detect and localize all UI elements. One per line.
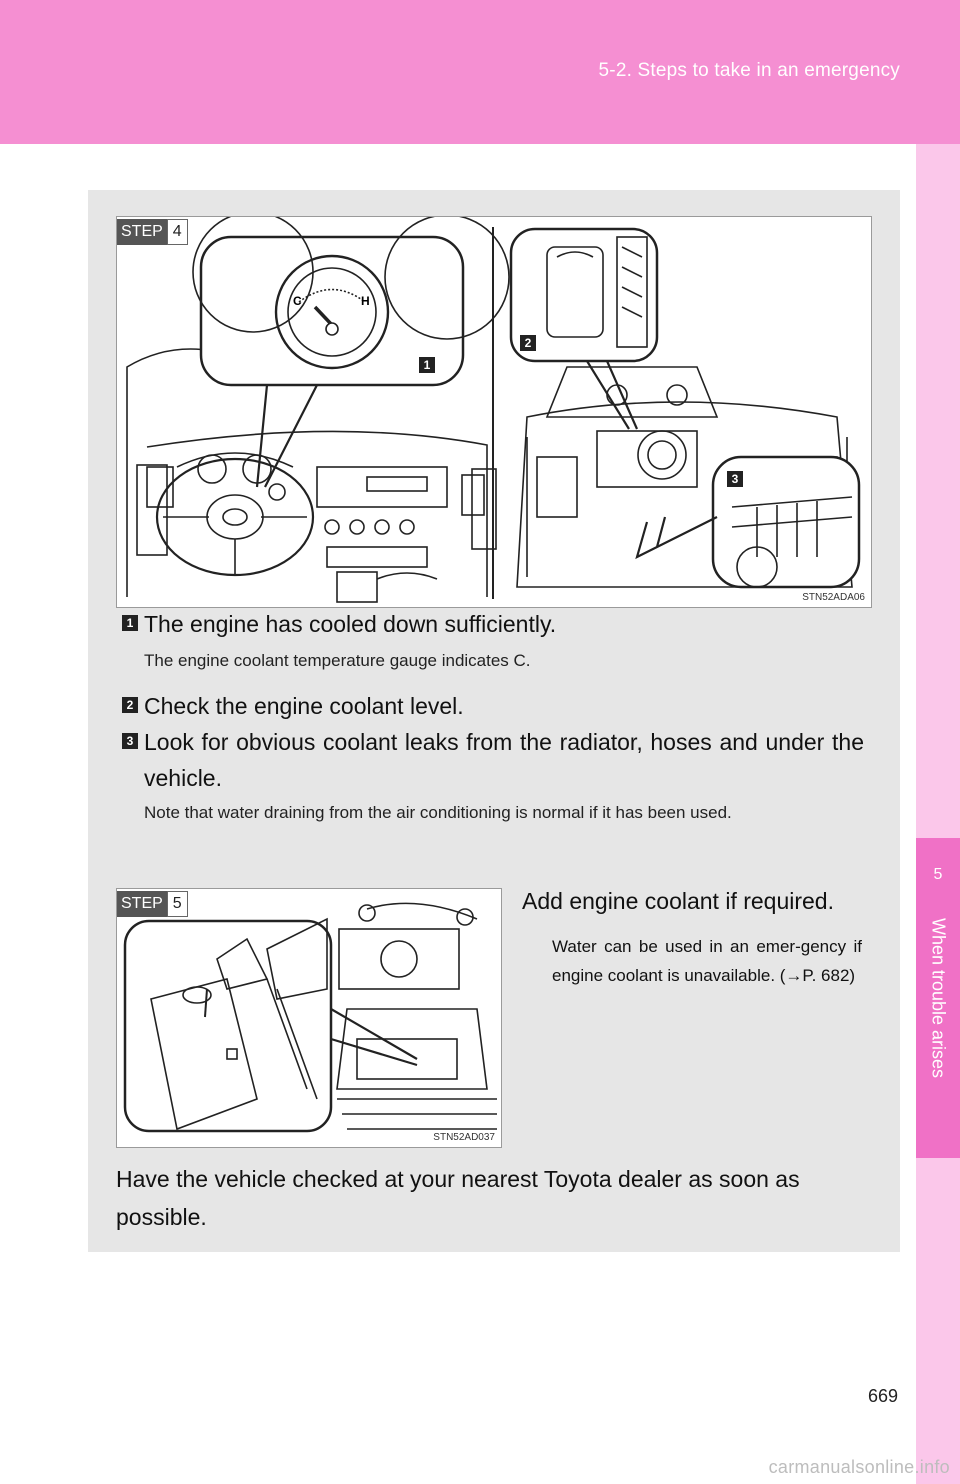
step5-heading: Add engine coolant if required. (522, 888, 834, 914)
callout-3: 3 (727, 471, 743, 487)
chapter-label: When trouble arises (928, 917, 949, 1079)
figure-code: STN52ADA06 (802, 592, 865, 603)
gauge-hot-label: H (361, 294, 370, 308)
chapter-number: 5 (933, 866, 943, 883)
dashboard-engine-illustration: C H (126, 217, 861, 603)
chapter-tab[interactable]: 5 When trouble arises (916, 838, 960, 1158)
gauge-cold-label: C (293, 294, 302, 308)
header-band: 5-2. Steps to take in an emergency (0, 0, 960, 144)
figure-code-step5: STN52AD037 (433, 1132, 495, 1143)
step4-item-2: 2 Check the engine coolant level. (122, 688, 862, 724)
coolant-refill-illustration (123, 902, 497, 1133)
section-title: 5-2. Steps to take in an emergency (598, 60, 900, 81)
step4-item-1: 1 The engine has cooled down sufficientl… (122, 606, 862, 642)
callout-1: 1 (419, 357, 435, 373)
callout-2: 2 (520, 335, 536, 351)
final-instruction: Have the vehicle checked at your nearest… (116, 1166, 800, 1230)
step4-item-3-note: Note that water draining from the air co… (144, 803, 732, 822)
step5-note: Water can be used in an emer-gency if en… (552, 937, 862, 985)
side-tab (916, 144, 960, 1484)
watermark: carmanualsonline.info (768, 1457, 950, 1477)
step4-item-3: 3 Look for obvious coolant leaks from th… (122, 724, 864, 796)
page-number: 669 (867, 1386, 898, 1406)
step4-item-1-note: The engine coolant temperature gauge ind… (144, 651, 531, 670)
